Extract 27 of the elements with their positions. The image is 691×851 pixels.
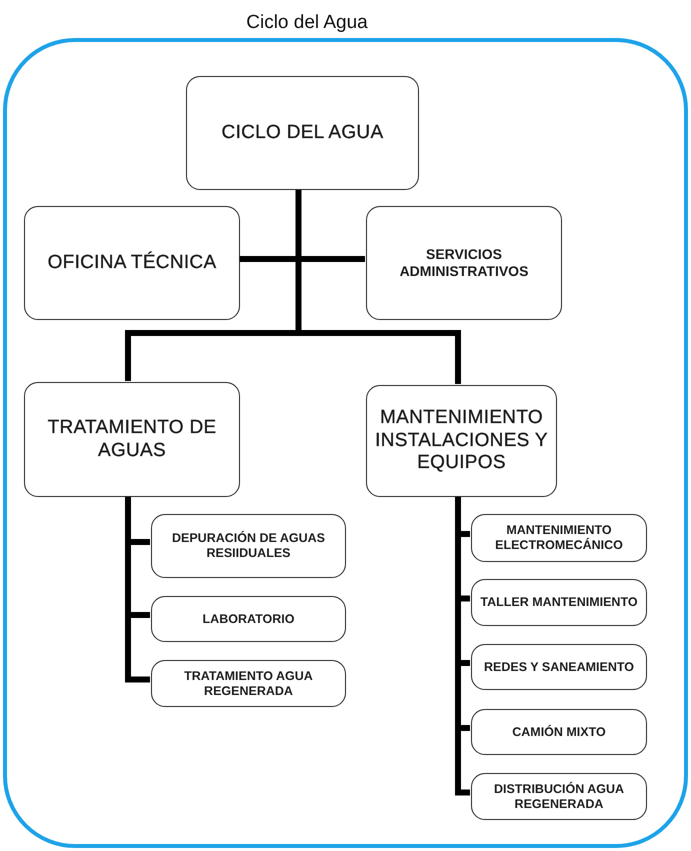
unit-name: DISTRIBUCIÓN AGUA REGENERADA bbox=[492, 782, 626, 812]
org-box bbox=[471, 579, 647, 626]
unit-name: MANTENIMIENTO ELECTROMECÁNICO bbox=[494, 523, 624, 553]
org-box bbox=[151, 596, 346, 642]
org-box bbox=[186, 76, 419, 190]
unit-name: CAMIÓN MIXTO bbox=[512, 724, 606, 740]
org-box bbox=[151, 660, 346, 707]
unit-name: TRATAMIENTO AGUA REGENERADA bbox=[183, 668, 314, 698]
unit-name: REDES Y SANEAMIENTO bbox=[484, 660, 634, 674]
org-box bbox=[471, 773, 647, 820]
unit-name: OFICINA TÉCNICA bbox=[48, 252, 216, 274]
unit-name: SERVICIOS ADMINISTRATIVOS bbox=[398, 246, 530, 280]
unit-name: CICLO DEL AGUA bbox=[222, 122, 384, 144]
org-box bbox=[151, 514, 346, 578]
org-box bbox=[471, 514, 647, 562]
unit-name: TALLER MANTENIMIENTO bbox=[480, 595, 638, 610]
org-box bbox=[471, 709, 647, 755]
org-box bbox=[24, 382, 240, 497]
unit-name: MANTENIMIENTO INSTALACIONES Y EQUIPOS bbox=[374, 406, 549, 476]
frame-title: Ciclo del Agua bbox=[245, 12, 369, 34]
org-box bbox=[366, 206, 562, 320]
org-box bbox=[366, 385, 557, 497]
org-box bbox=[471, 644, 647, 690]
unit-name: LABORATORIO bbox=[202, 612, 294, 626]
unit-name: TRATAMIENTO DE AGUAS bbox=[46, 416, 218, 462]
unit-name: DEPURACIÓN DE AGUAS RESIIDUALES bbox=[170, 531, 326, 561]
org-box bbox=[24, 206, 240, 320]
